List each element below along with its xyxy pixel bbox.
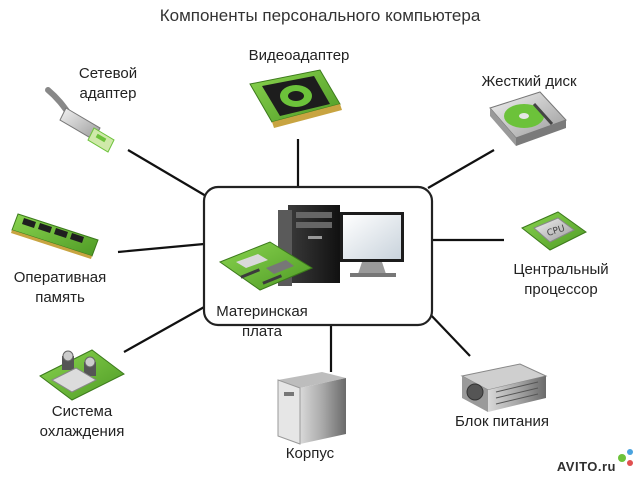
line-network: [128, 150, 206, 196]
cooling-system-icon: [40, 350, 124, 400]
label-hard-disk: Жесткий диск: [464, 72, 594, 92]
line-cooling: [124, 306, 206, 352]
label-cpu: Центральный процессор: [494, 260, 628, 300]
line-ram: [118, 244, 204, 252]
hard-disk-icon: [490, 92, 566, 146]
label-cooling: Система охлаждения: [26, 402, 138, 442]
label-network-adapter: Сетевой адаптер: [62, 64, 154, 104]
diagram-title: Компоненты персонального компьютера: [0, 6, 640, 26]
line-hdd: [428, 150, 494, 188]
power-supply-icon: [462, 364, 546, 412]
avito-logo-icon: [618, 449, 633, 466]
label-case: Корпус: [266, 444, 354, 464]
pc-case-icon: [278, 372, 346, 444]
label-psu: Блок питания: [440, 412, 564, 432]
watermark: AVITO.ru: [557, 459, 616, 474]
label-video-adapter: Видеоадаптер: [234, 46, 364, 66]
line-psu: [428, 312, 470, 356]
label-motherboard: Материнская плата: [200, 302, 324, 342]
ram-module-icon: [11, 214, 98, 259]
label-ram: Оперативная память: [2, 268, 118, 308]
cpu-chip-icon: CPU: [522, 212, 586, 250]
video-card-icon: [250, 70, 342, 128]
